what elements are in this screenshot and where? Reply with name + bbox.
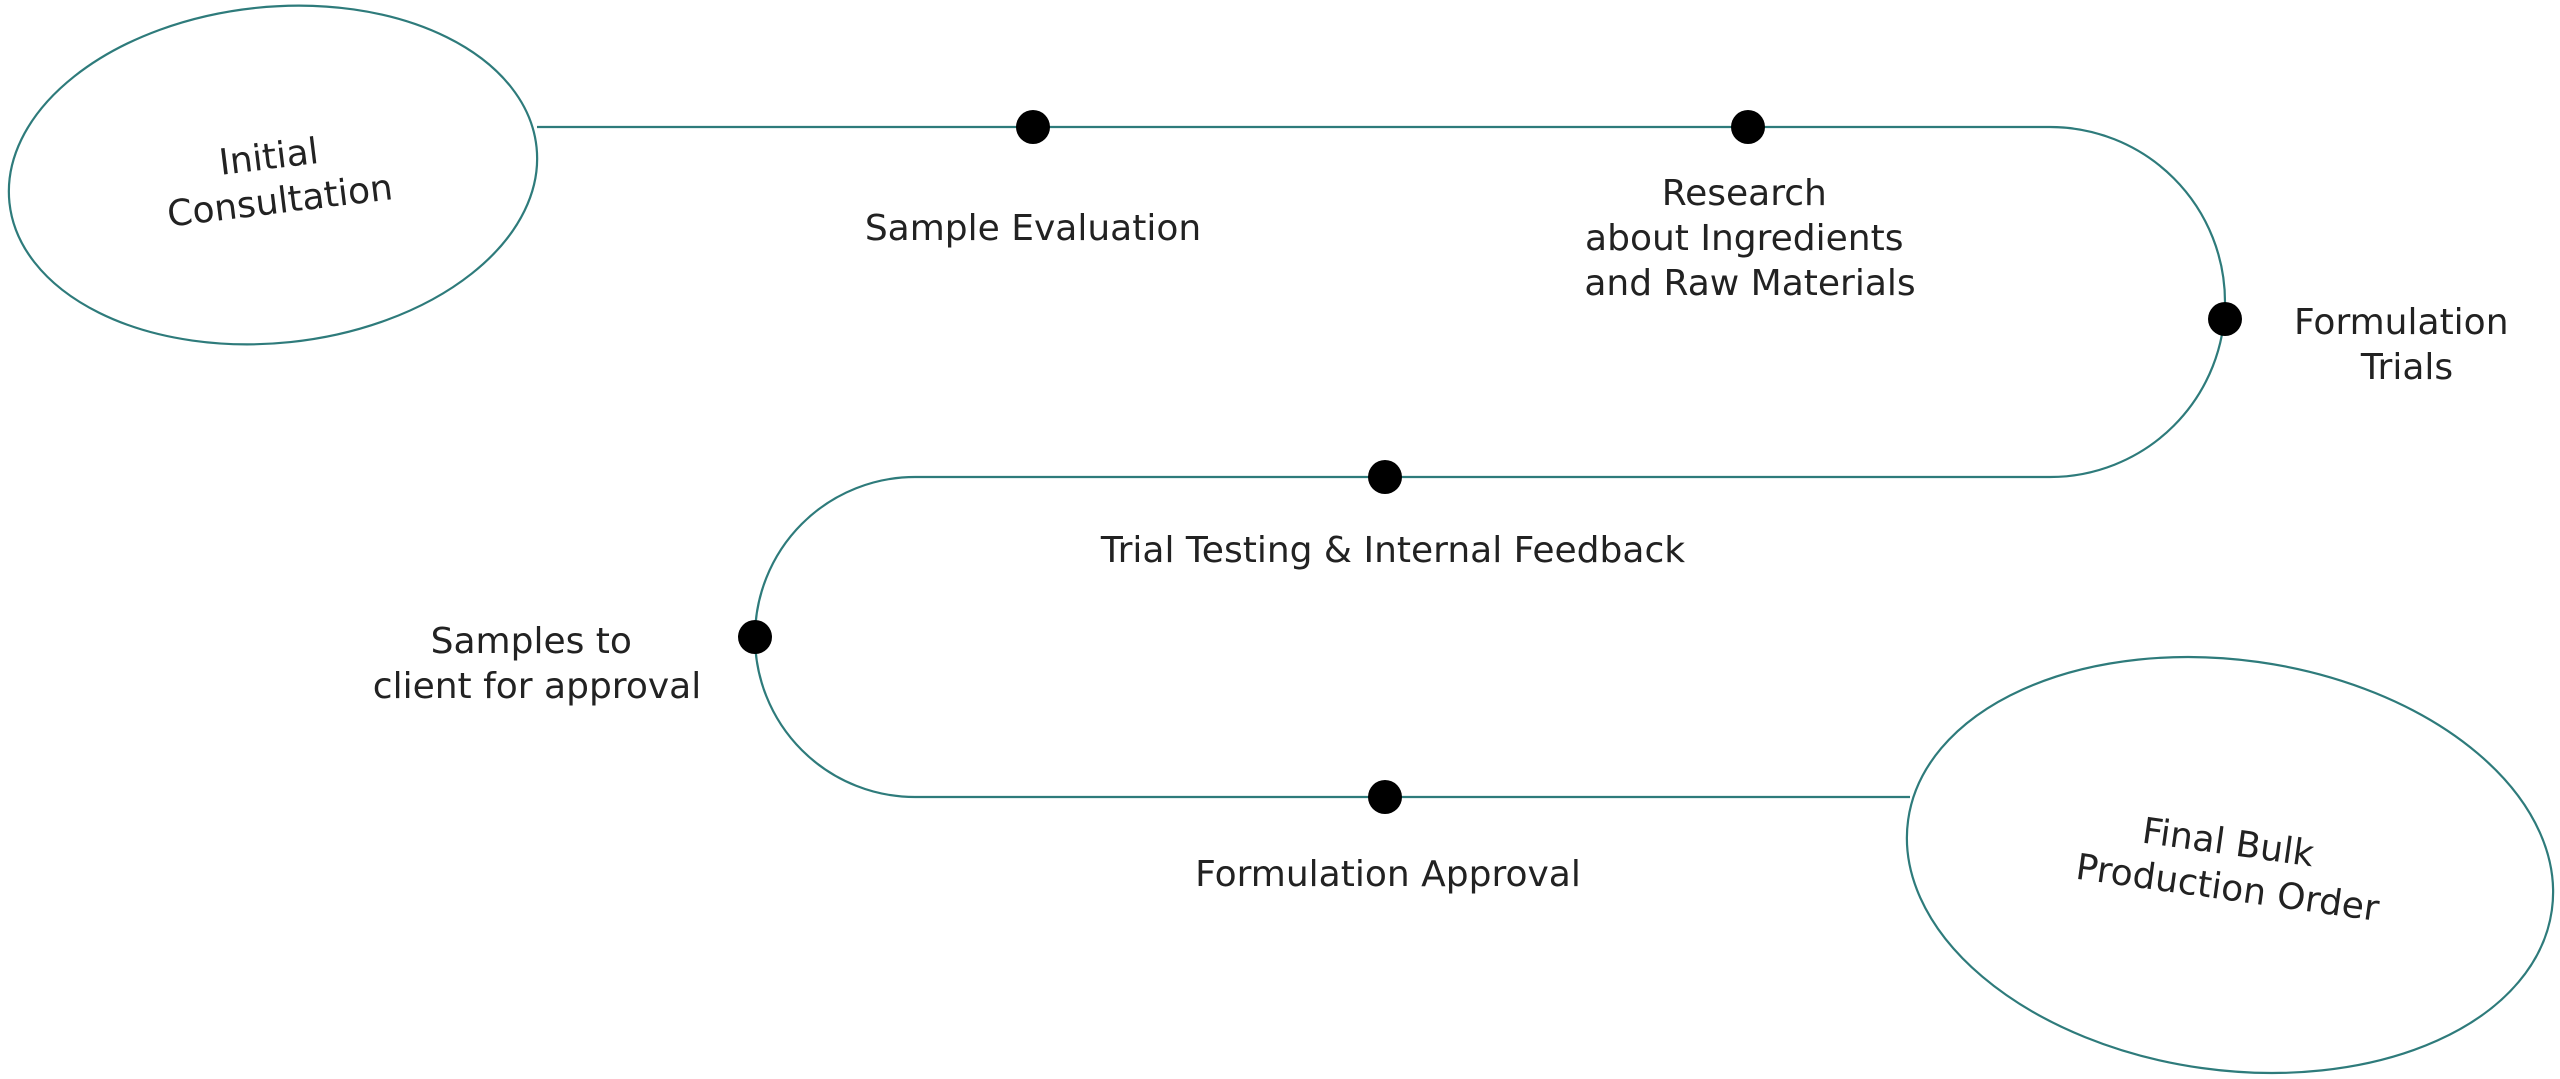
step-label-formulation-approval: Formulation Approval — [1195, 854, 1581, 895]
start-node-ellipse — [7, 4, 539, 346]
step-label-sample-evaluation: Sample Evaluation — [865, 208, 1201, 249]
step-label-trial-testing: Trial Testing & Internal Feedback — [1100, 530, 1685, 571]
step-dot-samples-to-client — [738, 620, 772, 654]
step-label-formulation-trials: Formulation Trials — [2294, 302, 2520, 388]
step-label-research: Research about Ingredients and Raw Mater… — [1584, 173, 1915, 304]
step-dot-research — [1731, 110, 1765, 144]
step-label-samples-to-client: Samples to client for approval — [373, 621, 701, 707]
process-path — [537, 125, 2227, 799]
step-dot-trial-testing — [1368, 460, 1402, 494]
end-node-ellipse — [1905, 655, 2555, 1075]
step-dot-formulation-approval — [1368, 780, 1402, 814]
step-dot-sample-evaluation — [1016, 110, 1050, 144]
step-dot-formulation-trials — [2208, 302, 2242, 336]
